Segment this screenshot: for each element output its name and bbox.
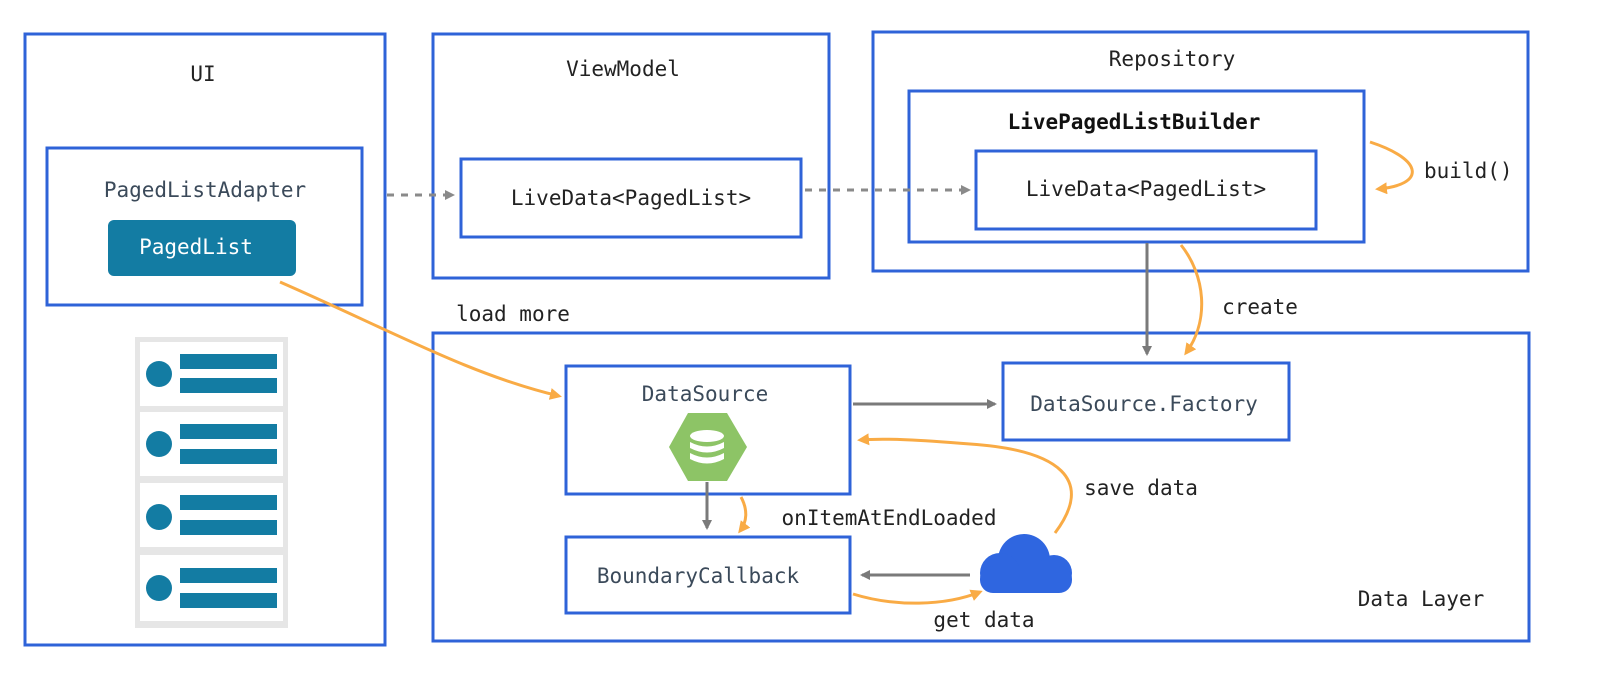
paged-list-label: PagedList (139, 235, 253, 259)
live-paged-list-builder-label: LivePagedListBuilder (1008, 110, 1261, 134)
paged-list-chip: PagedList (108, 220, 296, 276)
paged-list-adapter-label: PagedListAdapter (104, 178, 306, 202)
on-item-at-end-loaded-label: onItemAtEndLoaded (782, 506, 997, 530)
list-item-icon (146, 431, 172, 457)
list-item-icon (146, 575, 172, 601)
create-arrow (1179, 244, 1204, 356)
list-mock (135, 337, 288, 628)
database-icon (669, 413, 747, 481)
repository-livedata-box: LiveData<PagedList> (974, 149, 1318, 231)
build-arrow (1369, 140, 1414, 195)
viewmodel-livedata-box: LiveData<PagedList> (459, 157, 803, 239)
boundary-callback-box: BoundaryCallback (564, 535, 852, 615)
list-item (140, 555, 283, 621)
datasource-factory-box: DataSource.Factory (1001, 361, 1291, 442)
repository-title: Repository (1109, 47, 1235, 71)
load-more-label: load more (456, 302, 570, 326)
boundary-callback-label: BoundaryCallback (597, 564, 800, 588)
load-more-arrow (279, 280, 562, 400)
cloud-icon (980, 534, 1072, 593)
list-item (140, 412, 283, 476)
get-data-label: get data (933, 608, 1034, 632)
list-item-icon (146, 504, 172, 530)
datasource-factory-label: DataSource.Factory (1030, 392, 1258, 416)
viewmodel-panel: ViewModel (431, 32, 831, 280)
repository-livedata-label: LiveData<PagedList> (1026, 177, 1266, 201)
ui-title: UI (190, 62, 215, 86)
list-item-icon (146, 361, 172, 387)
list-item (140, 342, 283, 406)
datasource-label: DataSource (642, 382, 768, 406)
save-data-label: save data (1084, 476, 1198, 500)
get-data-arrow (852, 589, 983, 605)
on-item-at-end-loaded-arrow (738, 496, 751, 534)
save-data-arrow (857, 433, 1073, 534)
list-item (140, 483, 283, 547)
viewmodel-title: ViewModel (566, 57, 680, 81)
viewmodel-livedata-label: LiveData<PagedList> (511, 186, 751, 210)
create-label: create (1222, 295, 1298, 319)
build-label: build() (1424, 159, 1513, 183)
data-layer-title: Data Layer (1358, 587, 1484, 611)
